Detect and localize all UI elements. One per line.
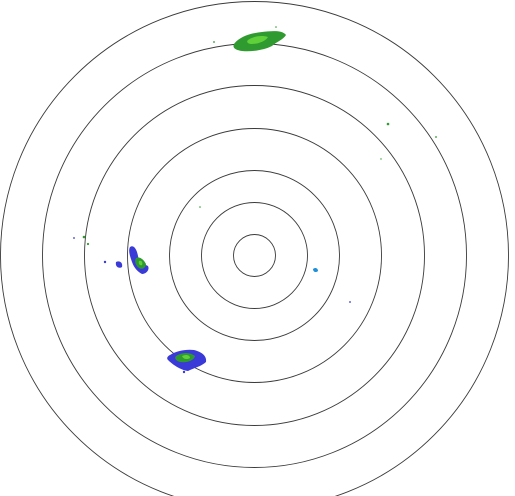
echo-cluster-north xyxy=(213,26,286,52)
range-ring-5 xyxy=(84,85,425,426)
echo-cluster-northeast xyxy=(199,122,437,208)
echo-speck xyxy=(73,237,75,239)
echo-speck xyxy=(86,242,90,246)
echo-speck xyxy=(349,301,351,303)
range-ring-2 xyxy=(201,202,308,309)
echo-cluster-west xyxy=(103,246,149,274)
echo-speck xyxy=(182,370,186,374)
range-ring-1 xyxy=(233,234,276,277)
echo-speck xyxy=(199,206,201,208)
range-ring-4 xyxy=(127,128,382,383)
echo-speck xyxy=(386,122,390,126)
echo-blob xyxy=(138,260,143,266)
echo-speck xyxy=(103,260,107,264)
echo-blob xyxy=(182,354,190,360)
echo-speck xyxy=(82,235,86,239)
echo-speck xyxy=(435,136,437,138)
echo-speck xyxy=(380,158,382,160)
echo-blob xyxy=(247,36,268,44)
echo-speck xyxy=(213,41,215,43)
echo-speck xyxy=(275,26,277,28)
echo-blob xyxy=(115,261,123,268)
echo-blob xyxy=(313,267,318,273)
echo-cluster-east xyxy=(313,267,351,303)
echo-cluster-southwest xyxy=(167,349,207,374)
range-ring-3 xyxy=(169,170,340,341)
echo-cluster-far-west xyxy=(73,235,90,246)
